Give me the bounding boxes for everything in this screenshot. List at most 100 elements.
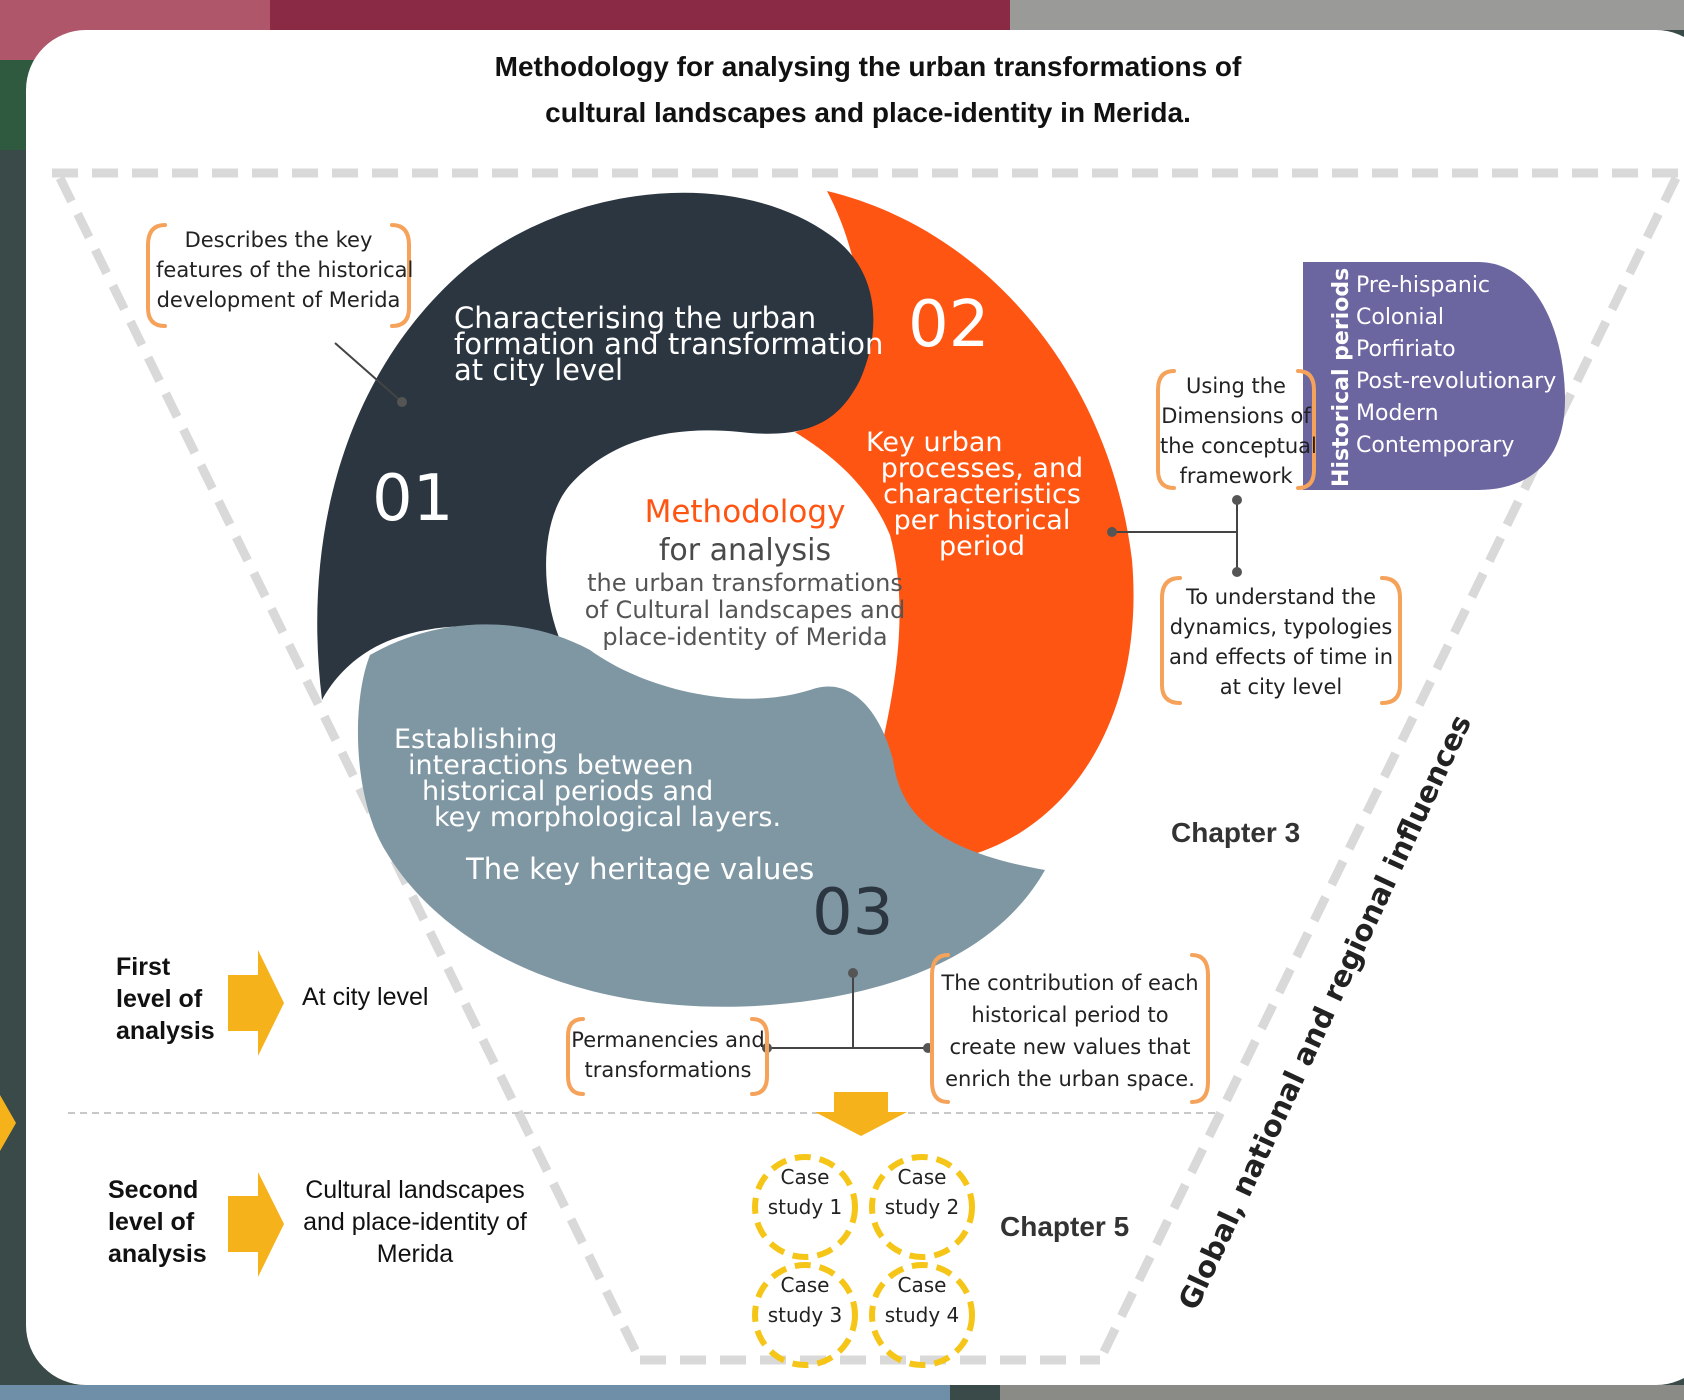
historical-periods-label: Historical periods	[1329, 268, 1354, 487]
case-study-3: Case study 3	[755, 1270, 855, 1330]
period-item: Contemporary	[1356, 433, 1515, 458]
chapter-3-label: Chapter 3	[1171, 817, 1301, 848]
annotation-line: at city level	[1219, 675, 1343, 699]
segment-03-subtitle: The key heritage values	[466, 852, 815, 886]
annotation-line: framework	[1179, 464, 1293, 488]
segment-01-text: Characterising the urban formation and t…	[454, 301, 884, 385]
case-study-line: Case	[897, 1165, 947, 1189]
down-arrow-icon	[815, 1092, 907, 1136]
case-study-line: Case	[897, 1273, 947, 1297]
segment-03-line: interactions between	[408, 750, 694, 781]
annotation-line: Describes the key	[184, 228, 373, 252]
influences-label: Global, national and regional influences	[1172, 709, 1479, 1315]
historical-periods-box	[1303, 262, 1565, 490]
case-study-line: study 2	[884, 1195, 960, 1219]
segment-03-line: historical periods and	[422, 776, 714, 807]
case-study-line: study 4	[884, 1303, 960, 1327]
annotation-line: the conceptual	[1160, 434, 1317, 458]
segment-02-number: 02	[908, 288, 990, 362]
case-study-2: Case study 2	[872, 1162, 972, 1222]
center-line: the urban transformations	[587, 569, 903, 597]
segment-03	[357, 624, 1046, 1007]
case-study-line: Case	[780, 1273, 830, 1297]
annotation-line: enrich the urban space.	[945, 1067, 1195, 1091]
center-line: of Cultural landscapes and	[584, 596, 906, 624]
second-level-arrow-icon	[228, 1172, 284, 1277]
segment-01-line: Characterising the urban	[454, 301, 817, 335]
annotation-line: features of the historical	[156, 258, 414, 282]
segment-02-line: Key urban	[866, 427, 1003, 458]
case-study-circles	[752, 1154, 975, 1368]
first-level-label: First level of analysis	[116, 951, 215, 1047]
period-item: Colonial	[1356, 305, 1445, 330]
diagram-title: Methodology for analysing the urban tran…	[26, 44, 1684, 136]
segment-02-line: per historical	[893, 505, 1071, 536]
first-level-line: analysis	[116, 1017, 215, 1045]
case-study-line: Case	[780, 1165, 830, 1189]
segment-03-line: Establishing	[394, 724, 558, 755]
second-level-target: Cultural landscapes and place-identity o…	[290, 1174, 540, 1270]
segment-02-line: characteristics	[883, 479, 1081, 510]
first-level-target: At city level	[302, 983, 429, 1011]
annotation-understand: To understand the dynamics, typologies a…	[1164, 582, 1398, 702]
case-study-1: Case study 1	[755, 1162, 855, 1222]
annotation-line: historical period to	[971, 1003, 1169, 1027]
segment-02-line: period	[938, 531, 1025, 562]
annotation-line: Using the	[1186, 374, 1286, 398]
annotation-a01: Describes the key features of the histor…	[156, 225, 414, 315]
annotation-line: Permanencies and	[571, 1028, 765, 1052]
chapter-5-label: Chapter 5	[1000, 1211, 1130, 1242]
side-arrow-icon	[0, 1095, 16, 1151]
annotation-permanencies: Permanencies and transformations	[570, 1025, 766, 1085]
annotation-line: To understand the	[1185, 585, 1377, 609]
first-level-arrow-icon	[228, 950, 284, 1056]
background-photo-bottom-left	[0, 1385, 950, 1400]
segment-01-line: formation and transformation	[454, 327, 884, 361]
second-level-target-line: Cultural landscapes	[305, 1176, 525, 1204]
second-level-label: Second level of analysis	[108, 1174, 207, 1270]
dashed-funnel-frame	[52, 168, 1684, 1365]
annotation-line: create new values that	[949, 1035, 1191, 1059]
period-item: Porfiriato	[1356, 337, 1456, 362]
center-text: Methodology for analysis the urban trans…	[570, 492, 920, 651]
annotation-contribution: The contribution of each historical peri…	[934, 967, 1206, 1095]
segment-03-line: key morphological layers.	[434, 802, 782, 833]
annotation-line: Dimensions of	[1161, 404, 1311, 428]
segment-03-number: 03	[812, 876, 894, 950]
second-level-line: level of	[108, 1208, 195, 1236]
second-level-target-line: Merida	[376, 1240, 454, 1268]
segment-02-line: processes, and	[880, 453, 1084, 484]
annotation-using: Using the Dimensions of the conceptual f…	[1160, 371, 1317, 491]
first-level-line: level of	[116, 985, 203, 1013]
second-level-target-line: and place-identity of	[303, 1208, 527, 1236]
center-heading: Methodology	[644, 494, 846, 530]
annotation-line: and effects of time in	[1168, 645, 1394, 669]
annotation-brackets	[146, 223, 1402, 1104]
case-study-line: study 1	[767, 1195, 843, 1219]
segment-01-number: 01	[372, 462, 454, 536]
segment-03-text: Establishing interactions between histor…	[394, 724, 782, 833]
case-study-4: Case study 4	[872, 1270, 972, 1330]
first-level-line: First	[116, 953, 171, 981]
title-line-1: Methodology for analysing the urban tran…	[494, 51, 1242, 82]
background-banner	[270, 0, 1010, 30]
background-photo-bottom-right	[1000, 1385, 1684, 1400]
period-item: Post-revolutionary	[1356, 369, 1557, 394]
leader-dots	[397, 397, 1242, 1053]
center-line: place-identity of Merida	[602, 623, 888, 651]
annotation-line: transformations	[584, 1058, 752, 1082]
case-study-line: study 3	[767, 1303, 843, 1327]
center-sub: for analysis	[658, 533, 832, 568]
period-item: Modern	[1356, 401, 1439, 426]
period-item: Pre-hispanic	[1356, 273, 1491, 298]
background-photo-top-right	[1010, 0, 1684, 30]
leader-lines	[334, 342, 1238, 1049]
annotation-line: dynamics, typologies	[1169, 615, 1393, 639]
segment-02-text: Key urban processes, and characteristics…	[866, 427, 1098, 562]
annotation-line: development of Merida	[156, 288, 401, 312]
arrow-icons	[228, 950, 907, 1277]
segment-02	[795, 191, 1134, 861]
title-line-2: cultural landscapes and place-identity i…	[545, 97, 1191, 128]
historical-periods-list: Pre-hispanic Colonial Porfiriato Post-re…	[1356, 270, 1556, 462]
